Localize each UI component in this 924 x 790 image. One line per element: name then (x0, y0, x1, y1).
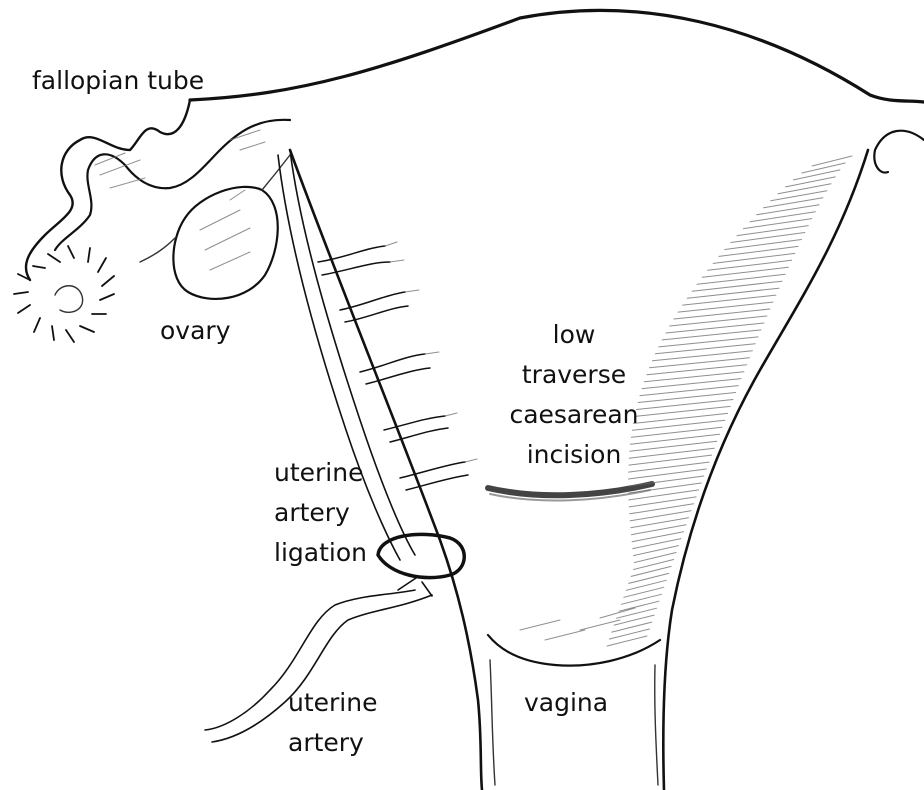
uterus-fundus-outline (190, 10, 924, 102)
hatch-line (793, 170, 840, 180)
hatch-line (737, 226, 808, 236)
hatch-line (617, 608, 657, 618)
label-uterine-artery-line-2: artery (288, 726, 364, 760)
label-vagina: vagina (524, 686, 608, 720)
hatch-line (802, 163, 845, 173)
fimbriae (14, 246, 114, 342)
uterus-right-cornu (874, 131, 924, 173)
vagina-left-wall (490, 660, 495, 785)
ovary-outline (173, 187, 277, 299)
hatch-line (631, 566, 671, 576)
hatch-line (626, 580, 666, 590)
label-ligation-line-1: uterine (274, 456, 363, 490)
fimbriae-center (55, 286, 83, 313)
uterus-right-wall (663, 150, 868, 790)
label-incision-line-4: incision (494, 438, 654, 472)
hatch-line (778, 184, 831, 194)
label-incision-line-3: caesarean (494, 398, 654, 432)
hatch-line (619, 601, 659, 611)
uterine-artery-trunk (290, 150, 415, 555)
label-ovary: ovary (160, 314, 230, 348)
hatch-line (629, 573, 669, 583)
label-ligation-line-2: artery (274, 496, 350, 530)
hatch-line (612, 622, 652, 632)
hatch-line (607, 636, 647, 646)
hatch-line (725, 240, 802, 250)
vagina-right-wall (655, 665, 658, 785)
label-incision-line-1: low (494, 318, 654, 352)
ovarian-ligament (140, 155, 290, 262)
hatch-line (713, 253, 795, 263)
fallopian-tube-inner (55, 120, 290, 250)
hatch-line (750, 212, 815, 222)
ligation-stub (398, 578, 432, 596)
label-ligation-line-3: ligation (274, 536, 367, 570)
hatch-line (609, 629, 649, 639)
fallopian-tube-outline (26, 100, 190, 280)
hatch-line (757, 205, 819, 215)
hatch-line (764, 198, 823, 208)
hatch-line (624, 587, 664, 597)
label-uterine-artery-line-1: uterine (288, 686, 377, 720)
hatch-line (771, 191, 827, 201)
hatch-line (786, 177, 836, 187)
label-fallopian-tube: fallopian tube (32, 64, 204, 98)
hatch-line (621, 594, 661, 604)
hatch-line (812, 156, 852, 166)
label-incision-line-2: traverse (494, 358, 654, 392)
hatch-line (744, 219, 812, 229)
